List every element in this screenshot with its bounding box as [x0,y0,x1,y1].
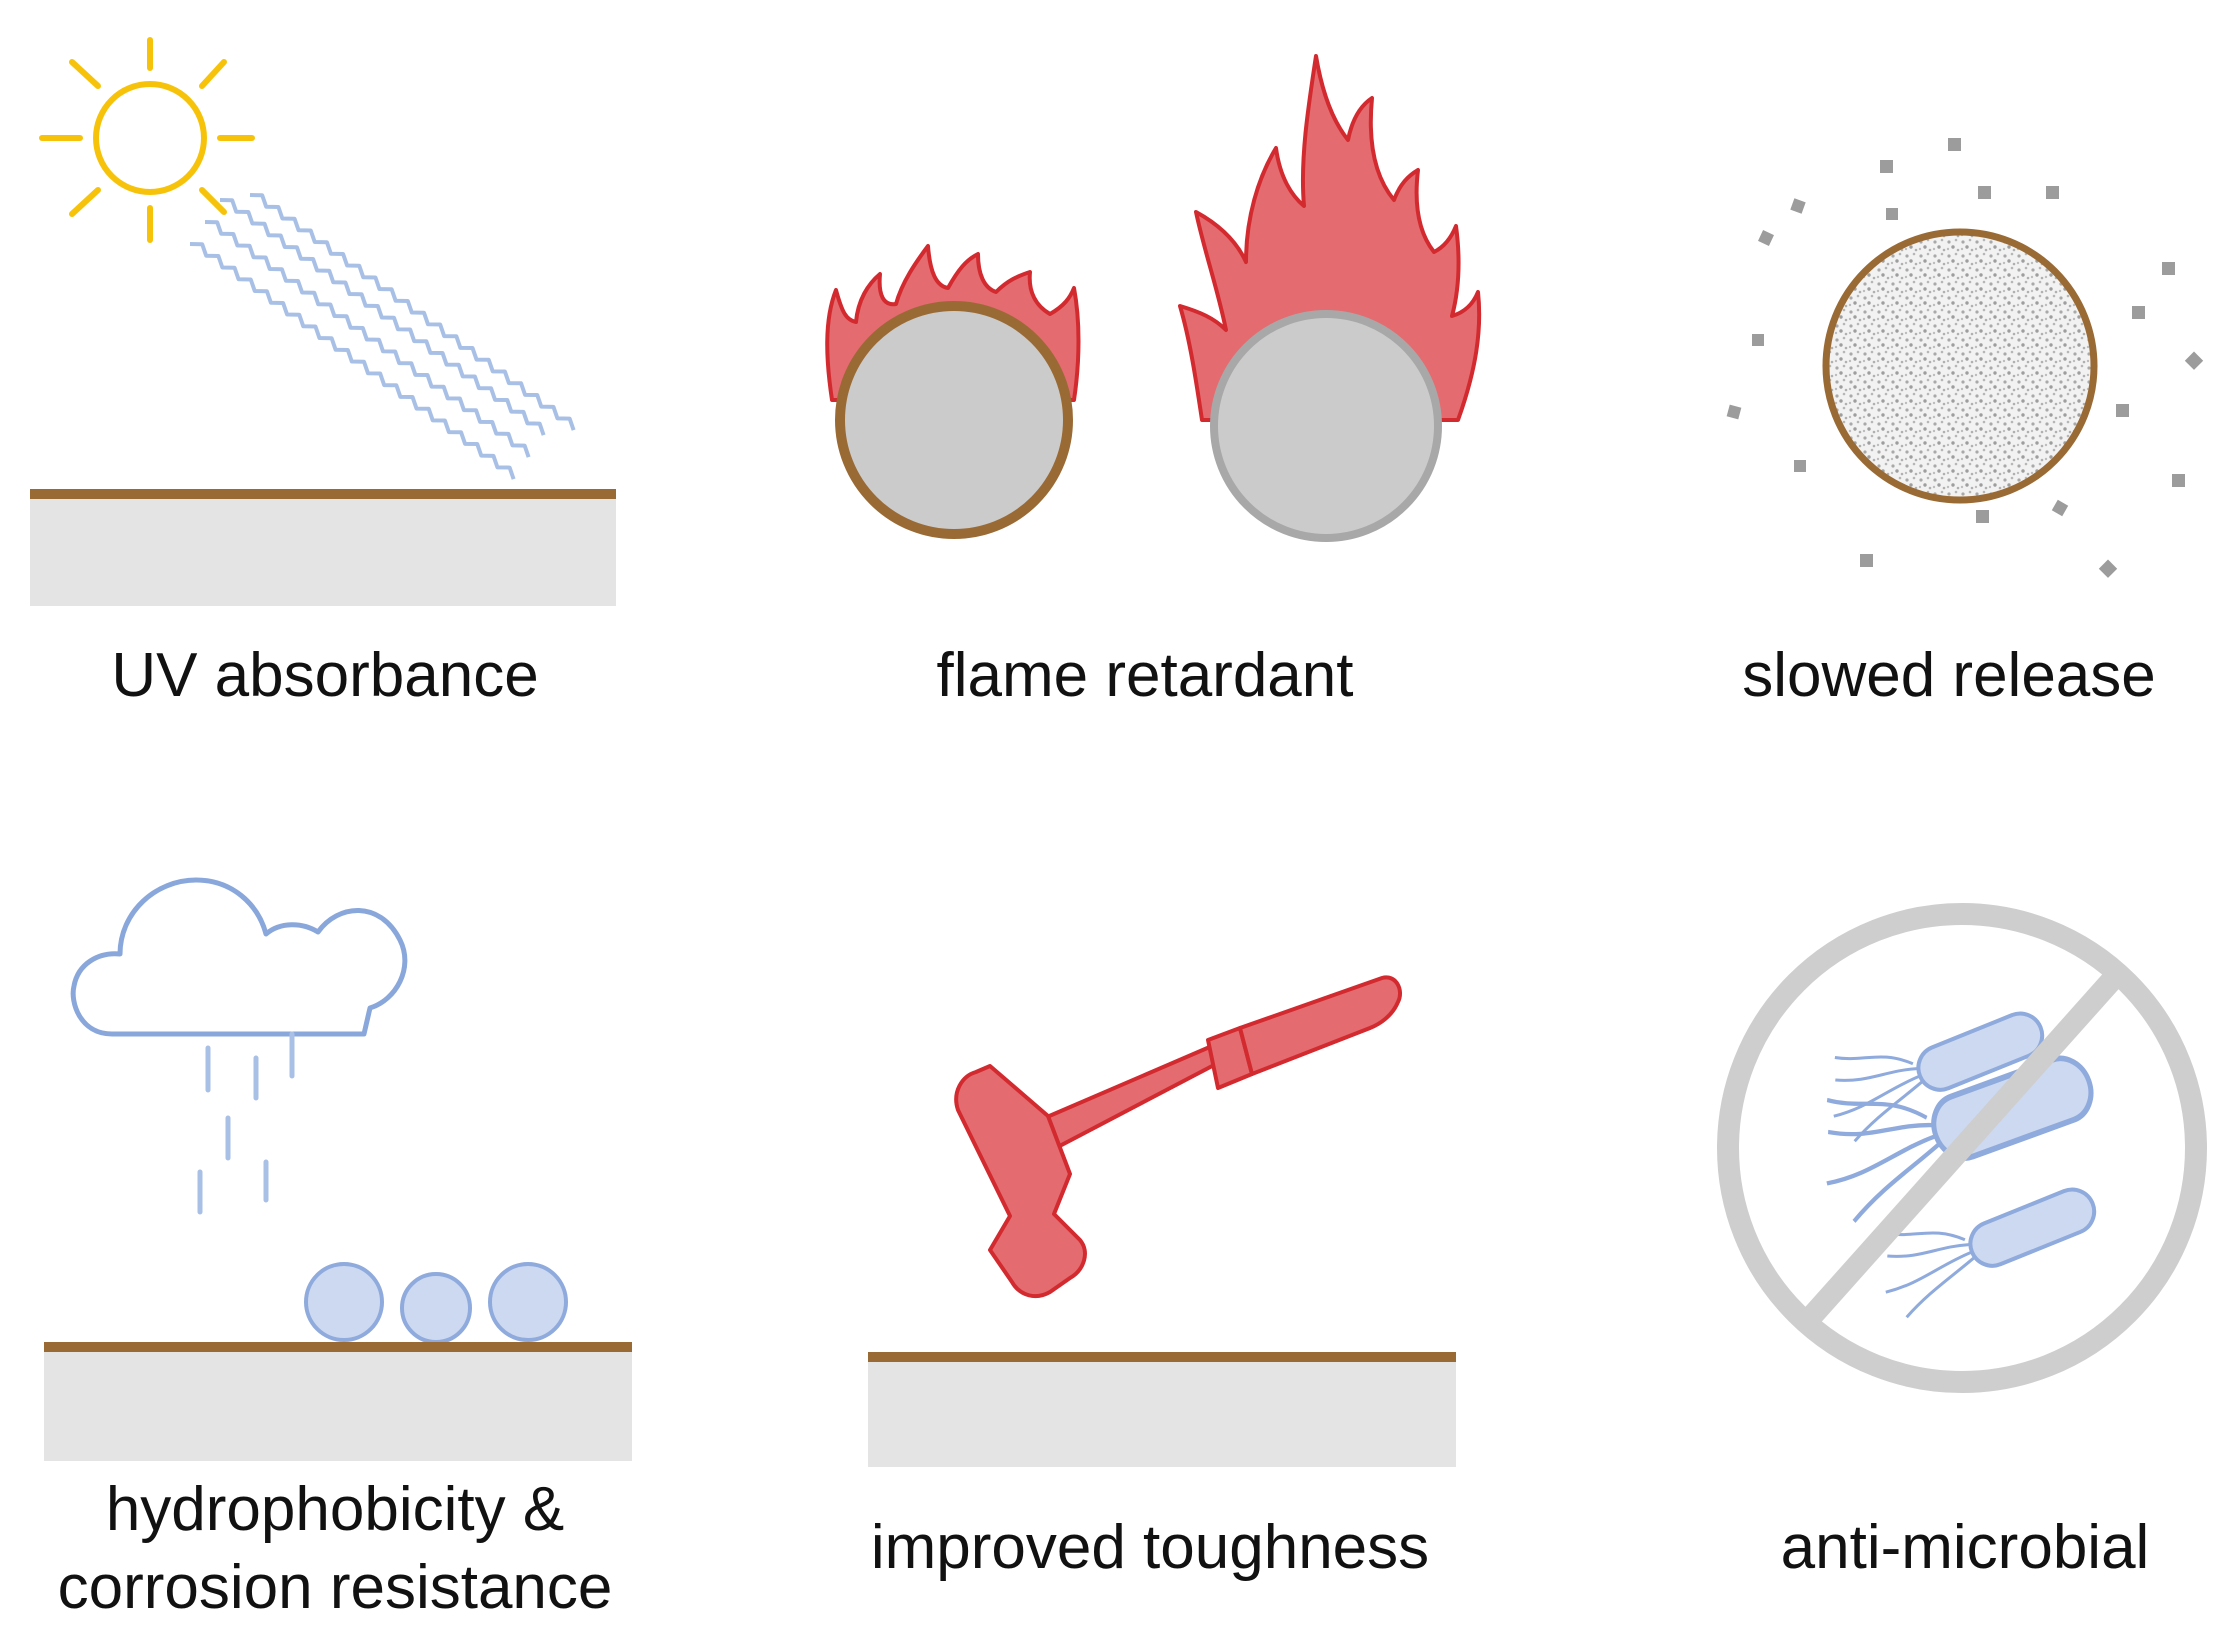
uv-absorbance-label: UV absorbance [111,641,539,710]
hydrophobicity-panel [44,877,632,1461]
hydrophobicity-label-line2: corrosion resistance [57,1553,613,1622]
anti-microbial-label: anti-microbial [1780,1513,2150,1582]
rain-icon [197,1031,295,1215]
large-flame-icon [1178,54,1482,422]
prohibited-icon [1717,903,2207,1393]
flame-retardant-label: flame retardant [936,641,1354,710]
sun-icon [39,37,255,243]
hydrophobicity-label-line1: hydrophobicity & [105,1475,565,1544]
improved-toughness-panel [868,975,1456,1467]
substrate [868,1355,1456,1467]
substrate [30,492,616,606]
cloud-icon [70,877,408,1037]
anti-microbial-panel [1717,903,2207,1393]
substrate [44,1345,632,1461]
uncoated-particle [1210,310,1442,542]
slowed-release-label: slowed release [1742,641,2156,710]
water-droplets [304,1262,568,1344]
flame-retardant-panel [825,54,1482,542]
uv-absorbance-panel [30,37,616,606]
slowed-release-panel [1726,138,2204,578]
hammer-icon [954,975,1402,1299]
coating-layer [44,1342,632,1352]
capsule-icon [1822,228,2098,504]
improved-toughness-label: improved toughness [870,1513,1430,1582]
uv-rays-icon [190,189,578,479]
coating-layer [30,489,616,499]
coated-particle [835,301,1073,539]
released-molecules [1726,138,2204,578]
coating-layer [868,1352,1456,1362]
